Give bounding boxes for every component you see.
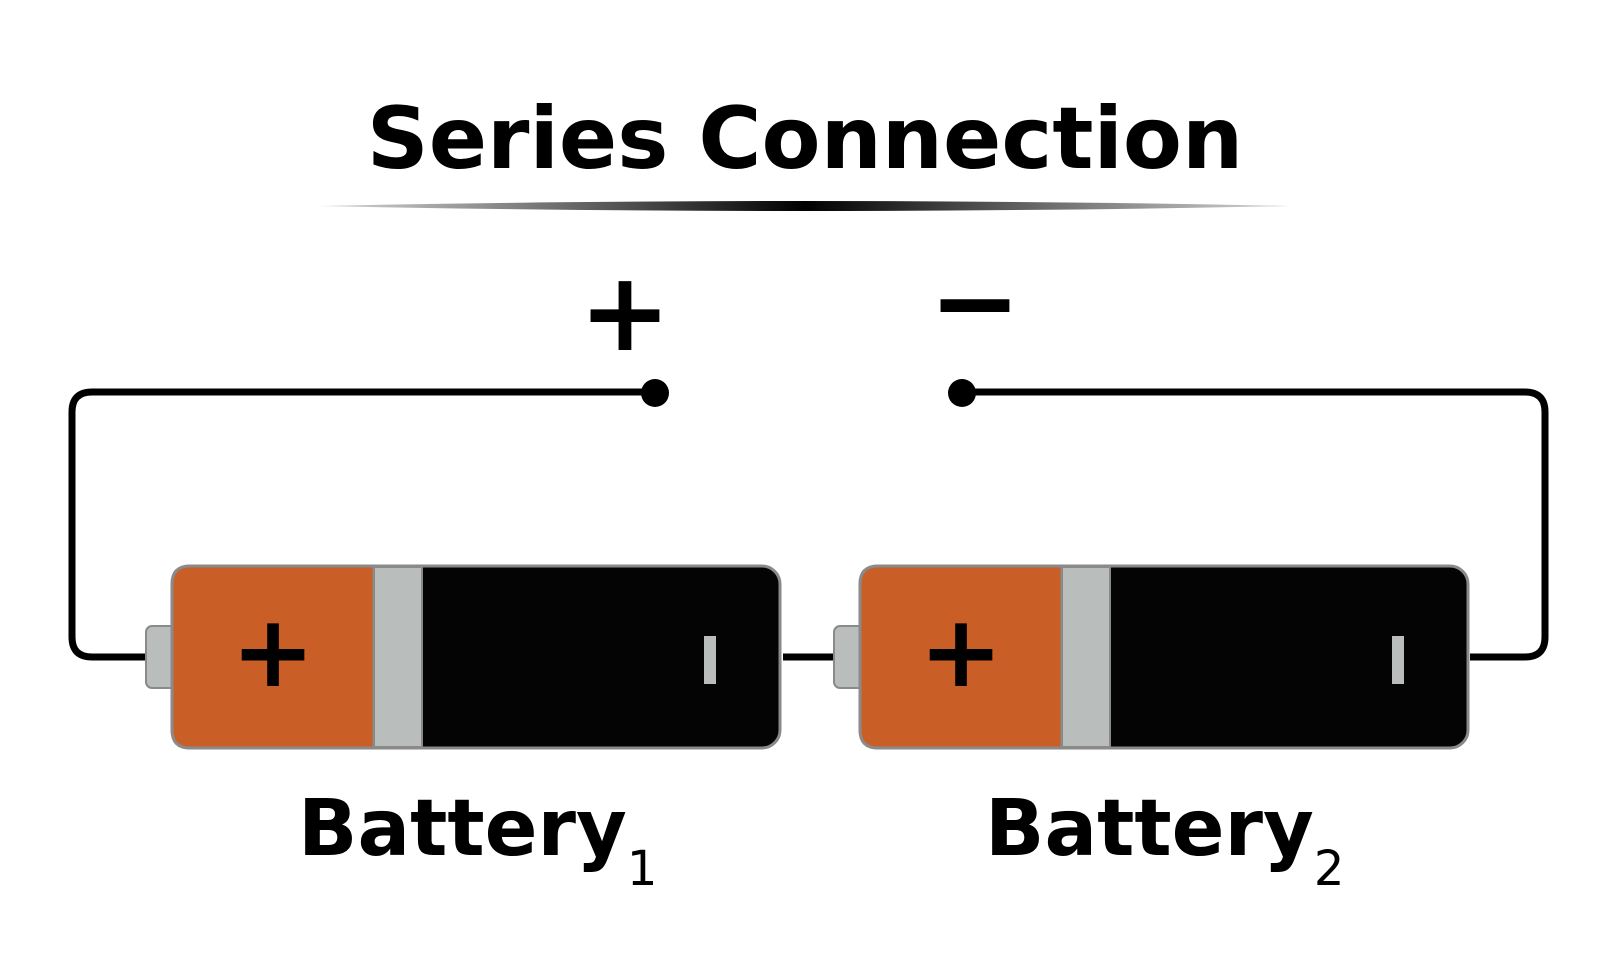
positive-terminal-symbol: +	[579, 248, 671, 376]
negative-terminal-node	[948, 379, 976, 407]
title-underline	[318, 201, 1292, 211]
battery-2-plus-mark: +	[919, 593, 1003, 710]
battery-1-name: Battery	[298, 784, 627, 874]
battery-2-label: Battery2	[985, 784, 1344, 897]
battery-1-separator-band	[373, 566, 423, 748]
battery-2-minus-mark	[1392, 636, 1404, 684]
battery-1-plus-mark: +	[231, 593, 315, 710]
negative-terminal-symbol: −	[929, 238, 1021, 366]
battery-1-label: Battery1	[298, 784, 657, 897]
battery-2-separator-band	[1061, 566, 1111, 748]
battery-1-minus-mark	[704, 636, 716, 684]
battery-2-subscript: 2	[1314, 841, 1345, 897]
positive-wire	[68, 388, 655, 661]
battery-2-positive-cap	[858, 564, 1064, 750]
battery-1-positive-cap	[170, 564, 376, 750]
negative-wire	[962, 388, 1549, 661]
battery-2-name: Battery	[985, 784, 1314, 874]
diagram-title: Series Connection	[367, 89, 1243, 189]
positive-terminal-node	[641, 379, 669, 407]
battery-1: +	[145, 564, 782, 750]
battery-2: +	[833, 564, 1470, 750]
battery-1-subscript: 1	[627, 841, 658, 897]
